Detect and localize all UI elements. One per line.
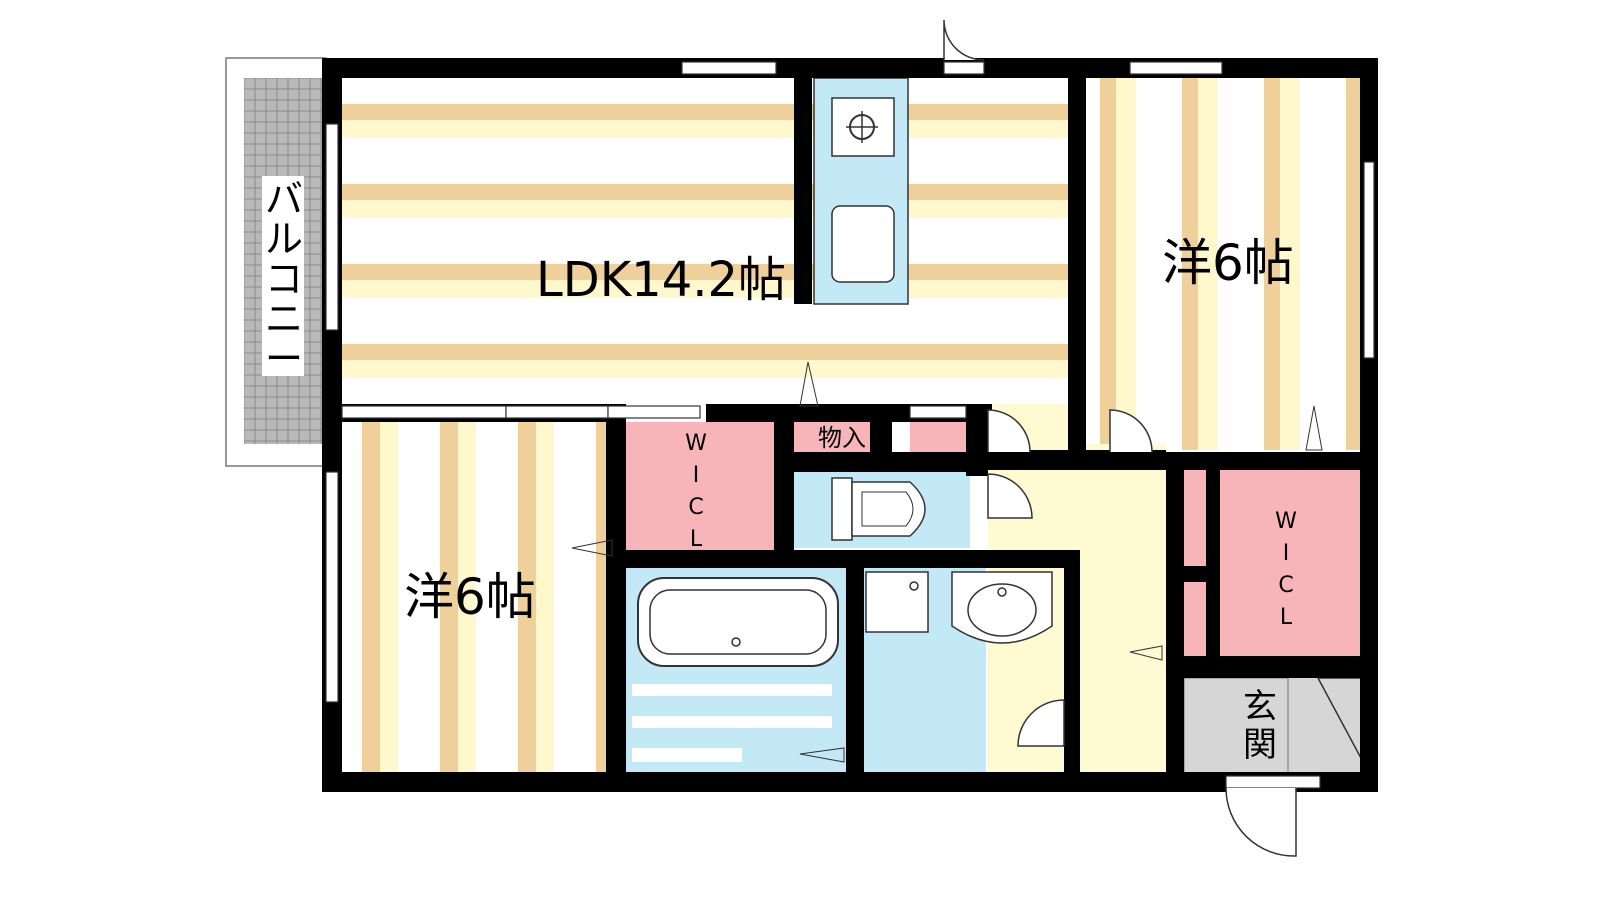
windows (325, 61, 1375, 789)
washer-icon (865, 571, 929, 633)
ldk-label: LDK14.2帖 (536, 252, 786, 308)
storage-right (910, 422, 972, 452)
bathtub-icon (637, 577, 839, 667)
balcony-label: バルコニー (265, 177, 303, 381)
entrance-step (1183, 677, 1289, 775)
wic-left (626, 422, 774, 550)
western-room-right-floor (1085, 78, 1362, 450)
entrance-label: 玄関 (1243, 687, 1277, 765)
washbasin-icon (951, 571, 1053, 644)
bath-floor-stripes (632, 684, 832, 762)
balcony (225, 57, 327, 467)
storage-label: 物入 (818, 424, 866, 452)
stove-icon (846, 111, 878, 143)
western-room-right-label: 洋6帖 (1162, 234, 1294, 292)
western-room-left-label: 洋6帖 (404, 568, 536, 626)
western-room-left-floor (342, 422, 610, 772)
sink-icon (831, 205, 895, 283)
toilet-icon (831, 477, 926, 541)
kitchen-counter (813, 77, 909, 305)
ldk-floor (342, 78, 1068, 404)
door-swing-icon (571, 19, 1323, 857)
